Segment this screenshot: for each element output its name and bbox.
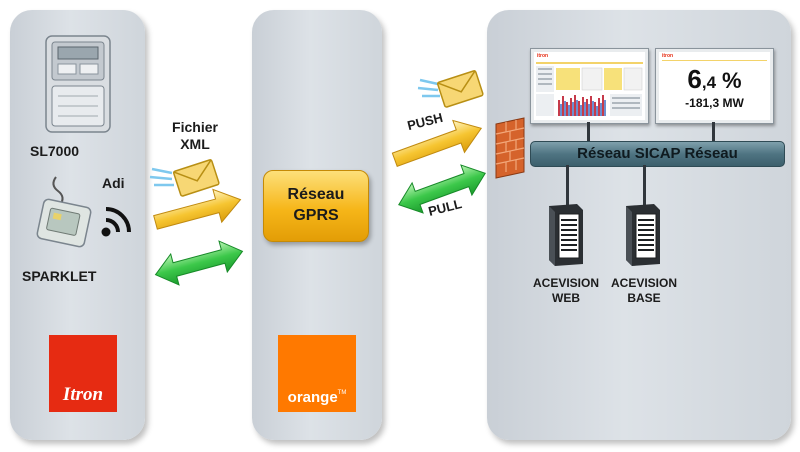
sparklet-label: SPARKLET xyxy=(22,268,97,284)
mail-envelope-icon xyxy=(417,69,484,108)
bidirectional-link-arrow-right xyxy=(398,164,486,214)
gprs-line2: GPRS xyxy=(293,207,339,224)
file-label-line1: Fichier xyxy=(172,119,218,135)
server2-connector xyxy=(643,165,646,205)
server1-label-line1: ACEVISION xyxy=(532,276,599,290)
gprs-line1: Réseau xyxy=(287,186,345,203)
bidirectional-link-arrow-left xyxy=(154,240,244,286)
itron-logo-text: Itron xyxy=(62,384,104,405)
server2-label-line1: ACEVISION xyxy=(610,276,677,290)
dashboard-itron-mini-logo-2: itron xyxy=(662,53,674,59)
adi-label: Adi xyxy=(102,175,125,191)
sparklet-module-icon xyxy=(36,176,92,248)
orange-tm: TM xyxy=(337,390,347,396)
screen2-connector xyxy=(712,122,715,142)
push-arrow-left xyxy=(153,188,242,230)
file-label-line2: XML xyxy=(180,136,210,152)
dashboard-itron-mini-logo: itron xyxy=(537,53,549,59)
server2-label-line2: BASE xyxy=(627,291,661,305)
dashboard-mw: -181,3 MW xyxy=(685,96,744,110)
dashboard-percent: 6,4% xyxy=(687,64,742,94)
dashboard-screen-table: itron xyxy=(530,48,649,124)
itron-logo: Itron xyxy=(49,335,117,412)
orange-logo-text: orange xyxy=(287,389,338,406)
orange-logo: orange TM xyxy=(278,335,356,412)
acevision-web-server-icon xyxy=(549,204,583,266)
sl7000-meter-icon xyxy=(45,35,111,133)
xml-envelope-icon xyxy=(149,158,220,197)
dashboard-screen-kpi: itron 6,4% -181,3 MW xyxy=(655,48,774,124)
wireless-signal-icon xyxy=(101,207,131,237)
sicap-network-bus: Réseau SICAP Réseau xyxy=(530,141,785,167)
dashboard-mini-chart xyxy=(536,62,643,116)
screen1-connector xyxy=(587,122,590,142)
sl7000-label: SL7000 xyxy=(30,143,80,159)
server1-label-line2: WEB xyxy=(552,291,580,305)
acevision-base-server-icon xyxy=(626,204,660,266)
gprs-network-box: Réseau GPRS xyxy=(263,170,369,242)
firewall-icon xyxy=(495,117,525,179)
server1-connector xyxy=(566,165,569,205)
push-arrow-right xyxy=(391,119,483,167)
sicap-network-label: Réseau SICAP Réseau xyxy=(577,145,738,162)
